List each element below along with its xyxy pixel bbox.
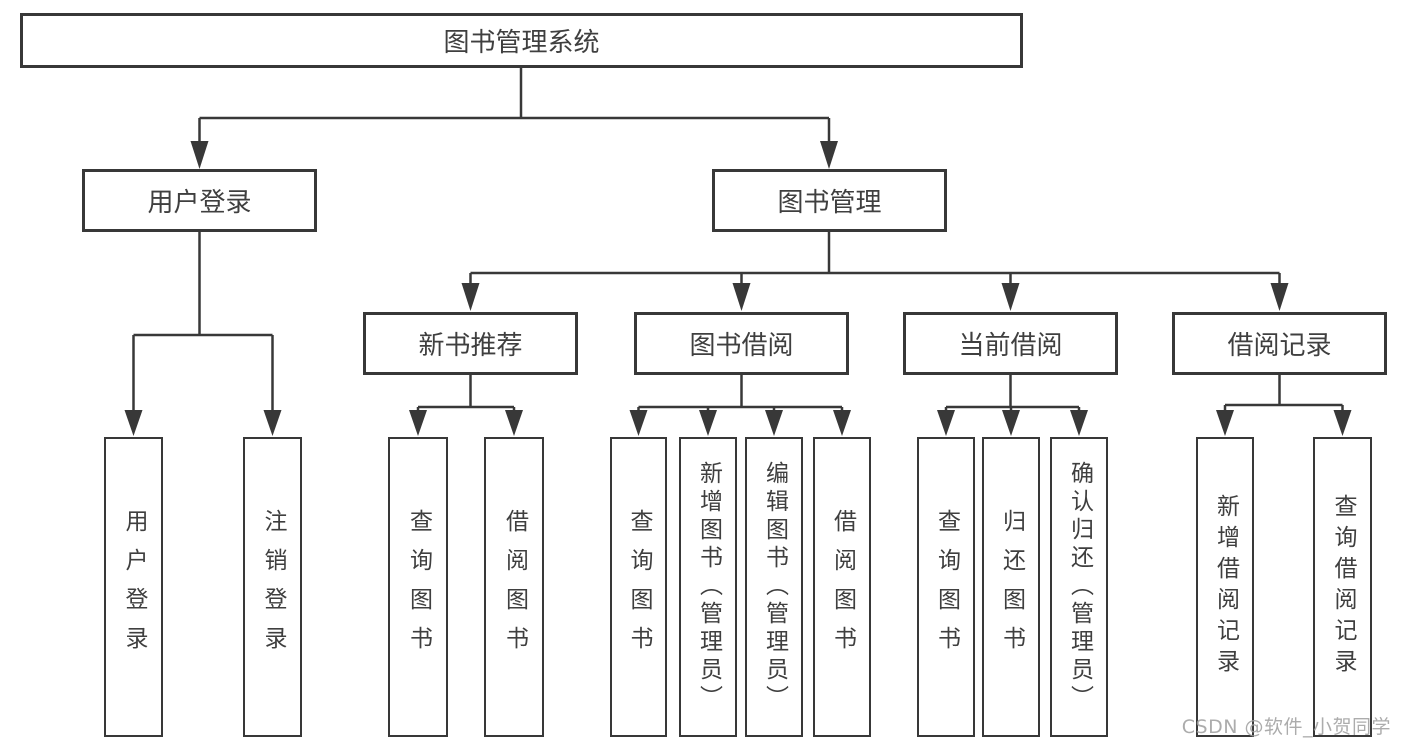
arrowhead <box>124 410 143 436</box>
arrowhead <box>1333 410 1352 436</box>
node-user-login-label: 用户登录 <box>147 188 252 218</box>
arrowhead <box>1002 410 1020 436</box>
leaf-query-books-2: 查询图书 <box>610 437 667 737</box>
connector-root-to-level2 <box>190 68 838 169</box>
leaf-return-books: 归还图书 <box>982 437 1040 737</box>
leaf-confirm-return-admin-label: 确认归还（管理员） <box>1066 461 1093 713</box>
node-user-login: 用户登录 <box>82 169 317 232</box>
leaf-query-books-3: 查询图书 <box>917 437 975 737</box>
arrowhead <box>1001 283 1020 311</box>
arrowhead <box>732 283 751 311</box>
node-book-borrow-label: 图书借阅 <box>689 331 794 361</box>
leaf-borrow-books-1-label: 借阅图书 <box>501 509 528 665</box>
connector-book-borrow-children <box>629 375 851 436</box>
arrowhead <box>833 410 851 436</box>
leaf-add-book-admin-label: 新增图书（管理员） <box>695 461 722 713</box>
node-book-borrow: 图书借阅 <box>634 312 849 375</box>
node-book-management: 图书管理 <box>712 169 947 232</box>
leaf-logout-label: 注销登录 <box>260 509 286 665</box>
leaf-add-borrow-record: 新增借阅记录 <box>1196 437 1254 737</box>
arrowhead <box>505 410 523 436</box>
connector-book-management-children <box>461 232 1289 311</box>
connector-current-borrow-children <box>937 375 1088 436</box>
arrowhead <box>461 283 480 311</box>
arrowhead <box>1070 410 1088 436</box>
arrowhead <box>409 410 427 436</box>
connector-borrow-records-children <box>1216 375 1352 436</box>
leaf-borrow-books-2: 借阅图书 <box>813 437 871 737</box>
node-book-management-label: 图书管理 <box>777 188 882 218</box>
leaf-user-login-label: 用户登录 <box>121 509 147 665</box>
leaf-query-borrow-record: 查询借阅记录 <box>1313 437 1372 737</box>
node-borrow-records: 借阅记录 <box>1172 312 1387 375</box>
arrowhead <box>820 141 838 169</box>
leaf-edit-book-admin-label: 编辑图书（管理员） <box>761 461 788 713</box>
leaf-query-borrow-record-label: 查询借阅记录 <box>1330 494 1356 680</box>
node-new-book-recommend-label: 新书推荐 <box>418 331 523 361</box>
leaf-edit-book-admin: 编辑图书（管理员） <box>745 437 803 737</box>
node-borrow-records-label: 借阅记录 <box>1227 331 1332 361</box>
connector-new-book-children <box>409 375 523 436</box>
leaf-return-books-label: 归还图书 <box>998 509 1025 665</box>
leaf-query-books-1: 查询图书 <box>388 437 448 737</box>
arrowhead <box>937 410 955 436</box>
arrowhead <box>765 410 783 436</box>
leaf-add-borrow-record-label: 新增借阅记录 <box>1212 494 1239 680</box>
arrowhead <box>629 410 648 436</box>
node-current-borrow: 当前借阅 <box>903 312 1118 375</box>
leaf-user-login: 用户登录 <box>104 437 163 737</box>
leaf-logout: 注销登录 <box>243 437 302 737</box>
arrowhead <box>1270 283 1289 311</box>
arrowhead <box>699 410 717 436</box>
leaf-borrow-books-2-label: 借阅图书 <box>829 509 856 665</box>
node-current-borrow-label: 当前借阅 <box>958 331 1063 361</box>
node-root-label: 图书管理系统 <box>443 28 600 58</box>
leaf-query-books-3-label: 查询图书 <box>933 509 960 665</box>
node-new-book-recommend: 新书推荐 <box>363 312 578 375</box>
arrowhead <box>190 141 209 169</box>
arrowhead <box>1216 410 1234 436</box>
node-root: 图书管理系统 <box>20 13 1023 68</box>
leaf-add-book-admin: 新增图书（管理员） <box>679 437 737 737</box>
leaf-query-books-2-label: 查询图书 <box>626 509 652 665</box>
csdn-watermark: CSDN @软件_小贺同学 <box>1181 716 1391 738</box>
connector-user-login-children <box>124 232 282 436</box>
leaf-query-books-1-label: 查询图书 <box>405 509 432 665</box>
leaf-confirm-return-admin: 确认归还（管理员） <box>1050 437 1108 737</box>
leaf-borrow-books-1: 借阅图书 <box>484 437 544 737</box>
arrowhead <box>263 410 282 436</box>
